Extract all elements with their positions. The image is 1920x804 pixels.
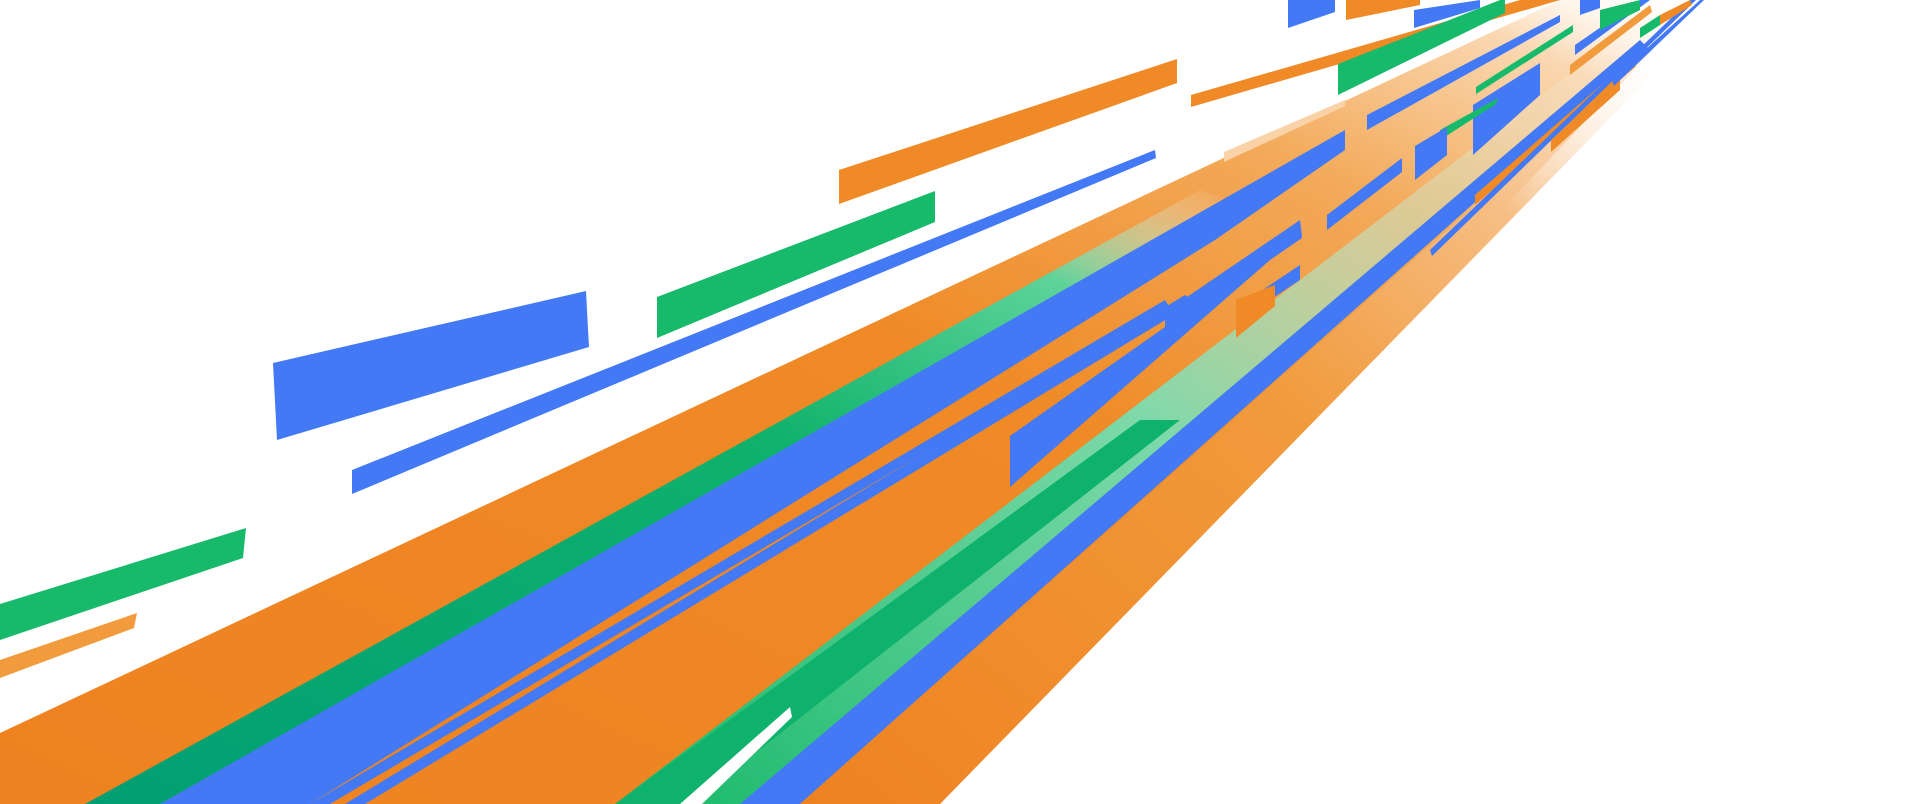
orange-block-tr — [1236, 285, 1275, 338]
blue-block-tr-2 — [1415, 127, 1447, 180]
blue-bar-fr-4 — [1580, 0, 1600, 15]
blue-line-fr-1 — [1430, 0, 1696, 256]
orange-bar-top — [839, 59, 1177, 204]
orange-bar-fr-3 — [1570, 5, 1652, 75]
blue-block-tr — [1473, 63, 1540, 155]
green-band-left — [85, 190, 1230, 804]
blue-bar-large — [273, 291, 589, 440]
blue-bar-tr-2 — [1414, 0, 1480, 28]
orange-stripe-tr — [1224, 100, 1345, 162]
green-bar-tr-1 — [1338, 0, 1505, 95]
green-bar-top — [657, 191, 935, 338]
blue-band-right — [740, 40, 1648, 804]
orange-bar-left — [0, 613, 137, 678]
blue-block-center — [1010, 232, 1302, 487]
green-bar-fr-3 — [1600, 0, 1640, 30]
green-stripe-tr — [1476, 25, 1573, 94]
green-bar-left — [0, 528, 246, 640]
green-bar-fr-5 — [1640, 15, 1660, 38]
blue-band-main — [160, 130, 1345, 804]
blue-stripe-thin-2 — [345, 295, 1195, 804]
blue-block-tr-3 — [1327, 158, 1402, 230]
orange-line-fr-2 — [1551, 78, 1620, 152]
green-band-center-solid — [615, 420, 1180, 804]
green-stripe-tr-2 — [1440, 98, 1498, 140]
orange-bar-fr-4 — [1660, 0, 1692, 25]
blue-stripe-long — [352, 150, 1156, 494]
blue-stripe-thin-1 — [310, 300, 1170, 804]
blue-block-center-2 — [1165, 220, 1302, 330]
blue-bar-tr-1 — [1288, 0, 1335, 28]
orange-bar-tr-2 — [1346, 0, 1420, 20]
green-band-center — [615, 20, 1650, 804]
white-slit — [680, 707, 792, 804]
blue-line-fr-2 — [1612, 0, 1704, 86]
blue-bar-tr-3 — [1367, 15, 1560, 130]
